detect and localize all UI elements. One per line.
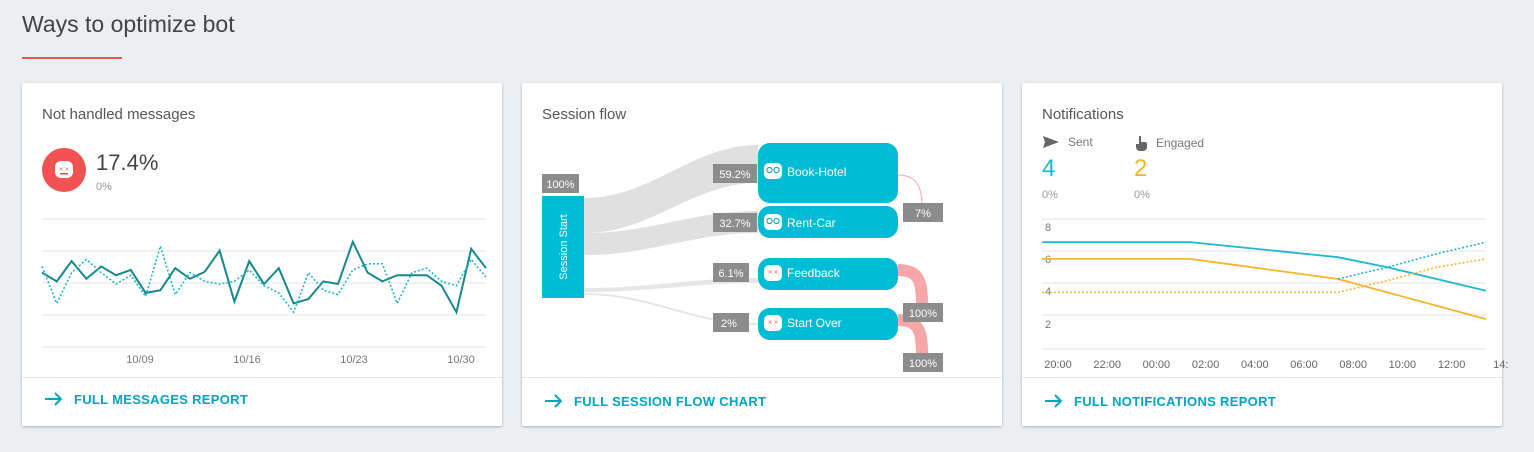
sent-count: 4	[1042, 155, 1056, 182]
y-tick-label: 2	[1045, 319, 1051, 331]
session-flow-chart: Session Start 100% Book-Hotel 59.2% Rent…	[542, 143, 943, 372]
robot-glasses-icon	[764, 163, 782, 179]
x-tick-label: 10/30	[447, 354, 475, 366]
x-tick-label: 10/16	[233, 354, 261, 366]
x-tick-label: 10:00	[1389, 359, 1417, 371]
notifications-footer: FULL NOTIFICATIONS REPORT	[1022, 377, 1502, 426]
x-tick-label: 20:00	[1044, 359, 1072, 371]
exit-feedback-pct: 100%	[909, 308, 937, 320]
x-tick-label: 08:00	[1339, 359, 1367, 371]
node-book-hotel-pct: 59.2%	[719, 169, 750, 181]
node-rent-car-pct: 32.7%	[719, 218, 750, 230]
node-rent-car-label: Rent-Car	[787, 216, 836, 230]
not-handled-chart: 10/09 10/16 10/23 10/30	[41, 218, 487, 366]
session-start-pct-box	[542, 174, 579, 193]
session-start-label: Session Start	[558, 214, 570, 279]
session-start-node[interactable]	[542, 196, 584, 298]
session-start-pct: 100%	[546, 179, 574, 191]
robot-dead-icon: × ×	[42, 148, 86, 192]
full-messages-report-label: FULL MESSAGES REPORT	[74, 391, 249, 407]
arrow-right-icon	[45, 392, 63, 406]
node-rent-car[interactable]	[758, 206, 898, 238]
full-notifications-report-link[interactable]: FULL NOTIFICATIONS REPORT	[1044, 393, 1276, 409]
svg-text:× ×: × ×	[59, 167, 69, 174]
not-handled-footer: FULL MESSAGES REPORT	[22, 377, 502, 426]
series-engaged-dotted	[1042, 258, 1487, 294]
svg-text:× ×: × ×	[768, 320, 778, 327]
notifications-title: Notifications	[1042, 106, 1124, 123]
exit-book-hotel-box	[903, 203, 943, 222]
full-messages-report-link[interactable]: FULL MESSAGES REPORT	[44, 391, 248, 407]
session-flow-footer: FULL SESSION FLOW CHART	[522, 377, 1002, 426]
x-tick-label: 14:	[1493, 359, 1508, 371]
series-line-dotted	[41, 243, 487, 314]
title-underline	[22, 57, 122, 59]
node-feedback-pct-box	[713, 263, 749, 282]
not-handled-value: 17.4%	[96, 150, 159, 175]
robot-dead-icon: × ×	[764, 315, 782, 331]
legend-sent: Sent	[1042, 135, 1093, 149]
y-tick-label: 6	[1045, 254, 1051, 266]
notifications-chart: 8 6 4 2 20:00 22:00 00:00 02:00 04:00 06:00 08:00 1…	[1042, 218, 1508, 371]
node-rent-car-pct-box	[713, 213, 757, 232]
exit-book-hotel-pct: 7%	[915, 208, 931, 220]
robot-dead-icon: × ×	[764, 265, 782, 281]
x-tick-label: 02:00	[1192, 359, 1220, 371]
x-tick-label: 04:00	[1241, 359, 1269, 371]
arrow-right-icon	[545, 394, 563, 408]
node-book-hotel[interactable]	[758, 143, 898, 203]
session-flow-card: Session flow Session Start 100% Book-Hot…	[522, 83, 1002, 426]
node-start-over-pct: 2%	[721, 318, 737, 330]
full-session-flow-chart-label: FULL SESSION FLOW CHART	[574, 393, 767, 409]
node-book-hotel-pct-box	[713, 164, 757, 183]
series-engaged-solid	[1042, 257, 1487, 321]
exit-start-over-box	[903, 353, 943, 372]
node-start-over[interactable]	[758, 308, 898, 340]
series-sent-solid	[1042, 241, 1487, 292]
x-tick-label: 22:00	[1093, 359, 1121, 371]
exit-flow-feedback	[897, 264, 928, 306]
node-feedback-label: Feedback	[787, 266, 841, 280]
legend-engaged-label: Engaged	[1156, 136, 1205, 150]
full-session-flow-chart-link[interactable]: FULL SESSION FLOW CHART	[544, 393, 766, 409]
series-line-solid	[41, 239, 487, 315]
robot-glasses-icon	[764, 214, 782, 230]
node-start-over-label: Start Over	[787, 316, 842, 330]
node-feedback-pct: 6.1%	[718, 268, 743, 280]
node-book-hotel-label: Book-Hotel	[787, 165, 846, 179]
legend-engaged: Engaged	[1134, 135, 1204, 151]
legend-sent-label: Sent	[1068, 135, 1093, 149]
engaged-count: 2	[1134, 155, 1148, 182]
x-tick-label: 12:00	[1438, 359, 1466, 371]
flow-start-over	[584, 293, 758, 325]
y-tick-label: 8	[1045, 222, 1051, 234]
svg-text:× ×: × ×	[768, 270, 778, 277]
node-start-over-pct-box	[713, 313, 749, 332]
node-feedback[interactable]	[758, 258, 898, 290]
x-tick-label: 00:00	[1143, 359, 1171, 371]
exit-line-book-hotel	[897, 174, 923, 206]
exit-start-over-pct: 100%	[909, 358, 937, 370]
not-handled-title: Not handled messages	[42, 106, 196, 123]
page-title: Ways to optimize bot	[22, 11, 235, 37]
full-notifications-report-label: FULL NOTIFICATIONS REPORT	[1074, 393, 1277, 409]
session-flow-title: Session flow	[542, 106, 627, 123]
y-tick-label: 4	[1045, 286, 1051, 298]
send-icon	[1043, 136, 1059, 148]
x-tick-label: 10/23	[340, 354, 368, 366]
exit-flow-start-over	[897, 314, 928, 356]
x-tick-label: 10/09	[126, 354, 154, 366]
series-sent-dotted	[1337, 241, 1487, 280]
not-handled-change: 0%	[96, 181, 112, 193]
sent-change: 0%	[1042, 189, 1058, 201]
hand-pointer-icon	[1136, 136, 1147, 151]
engaged-change: 0%	[1134, 189, 1150, 201]
notifications-card: Notifications Sent Engaged 4 2 0% 0% 8 6 4…	[1022, 83, 1508, 426]
arrow-right-icon	[1045, 394, 1063, 408]
exit-feedback-box	[903, 303, 943, 322]
x-tick-label: 06:00	[1290, 359, 1318, 371]
